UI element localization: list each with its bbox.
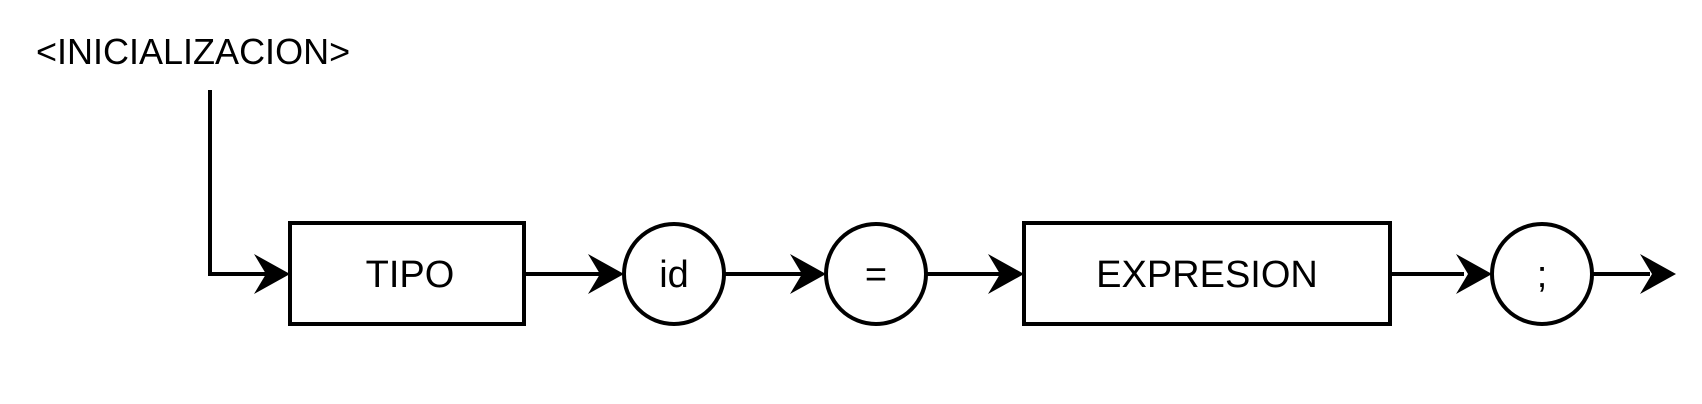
node-tipo-label: TIPO (366, 254, 455, 296)
diagram-title: <INICIALIZACION> (36, 31, 350, 72)
node-semicolon-label: ; (1537, 254, 1548, 296)
node-expresion-box (1022, 221, 1392, 326)
arrowhead-into-semicolon (1456, 254, 1492, 294)
node-equals-label: = (865, 254, 887, 296)
arrowhead-into-id (588, 254, 624, 294)
node-id-label: id (659, 254, 689, 296)
node-tipo-box (288, 221, 526, 326)
arrowhead-into-expresion (988, 254, 1024, 294)
node-expresion-label: EXPRESION (1096, 254, 1318, 296)
arrowhead-exit (1640, 254, 1676, 294)
entry-connector (208, 90, 270, 276)
arrowhead-into-tipo (254, 254, 290, 294)
arrowhead-into-equals (790, 254, 826, 294)
